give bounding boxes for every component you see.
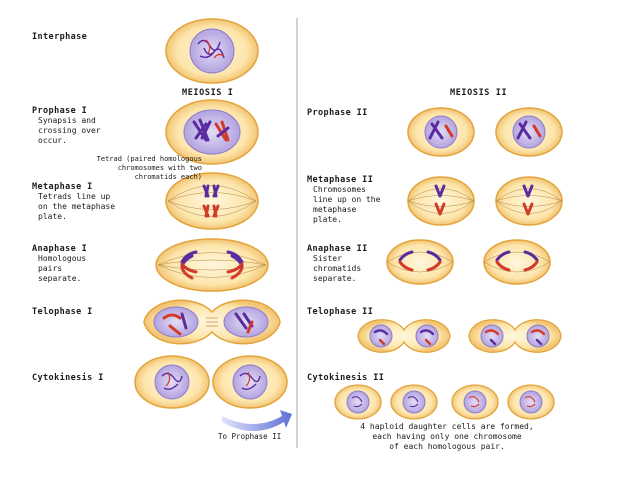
anaphase1-label: Anaphase I: [32, 244, 88, 254]
telophase2-label: Telophase II: [307, 307, 374, 317]
cytokinesis1-cells: [134, 355, 288, 409]
interphase-cell: [165, 18, 259, 84]
cytokinesis2-label: Cytokinesis II: [307, 373, 385, 383]
anaphase2-label: Anaphase II: [307, 244, 368, 254]
meiosis2-header: MEIOSIS II: [450, 88, 508, 98]
telophase2-cells: [357, 319, 562, 353]
telophase1-label: Telophase I: [32, 307, 93, 317]
to-prophase2-arrow: [222, 410, 292, 431]
prophase1-description: Synapsis and crossing over occur.: [38, 116, 101, 145]
metaphase1-description: Tetrads line up on the metaphase plate.: [38, 192, 116, 221]
prophase2-label: Prophase II: [307, 108, 368, 118]
anaphase2-cells: [386, 239, 551, 285]
telophase1-cells: [143, 299, 281, 345]
prophase1-label: Prophase I: [32, 106, 88, 116]
cytokinesis1-label: Cytokinesis I: [32, 373, 104, 383]
prophase1-cell: [165, 99, 259, 165]
metaphase2-description: Chromosomes line up on the metaphase pla…: [313, 185, 381, 224]
cytokinesis2-cells: [334, 384, 555, 420]
meiosis1-header: MEIOSIS I: [182, 88, 234, 98]
haploid-footnote: 4 haploid daughter cells are formed, eac…: [360, 422, 534, 451]
metaphase2-cells: [407, 176, 563, 226]
to-prophase2-caption: To Prophase II: [218, 432, 282, 441]
metaphase1-cell: [165, 172, 259, 230]
interphase-label: Interphase: [32, 32, 88, 42]
prophase2-cells: [407, 107, 563, 157]
anaphase1-cell: [155, 238, 269, 292]
metaphase2-label: Metaphase II: [307, 175, 374, 185]
metaphase1-label: Metaphase I: [32, 182, 93, 192]
anaphase2-description: Sister chromatids separate.: [313, 254, 362, 283]
tetrad-note: Tetrad (paired homologous chromosomes wi…: [96, 155, 202, 181]
anaphase1-description: Homologous pairs separate.: [38, 254, 87, 283]
